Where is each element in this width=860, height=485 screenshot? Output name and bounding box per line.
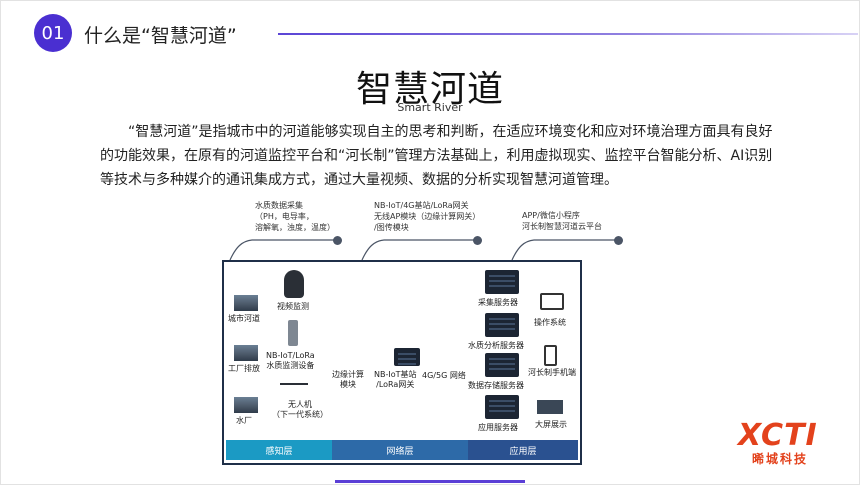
server-label-analysis: 水质分析服务器 [468, 341, 524, 350]
device-label-drone: 无人机 （下一代系统） [272, 400, 328, 419]
source-label-factory: 工厂排放 [228, 364, 260, 373]
server-label-application: 应用服务器 [478, 423, 518, 432]
main-title: 智慧河道 [355, 69, 504, 110]
network-label: 4G/5G 网络 [422, 371, 466, 380]
callout-dot-2 [473, 236, 482, 245]
callout-dot-1 [333, 236, 342, 245]
source-label-river: 城市河道 [228, 314, 260, 323]
intro-paragraph: “智慧河道”是指城市中的河道能够实现自主的思考和判断，在适应环境变化和应对环境治… [100, 120, 780, 192]
intro-text: “智慧河道”是指城市中的河道能够实现自主的思考和判断，在适应环境变化和应对环境治… [100, 124, 773, 188]
bottom-accent-bar [335, 480, 525, 483]
layer-application: 应用层 [468, 440, 578, 460]
layer-sensing: 感知层 [226, 440, 332, 460]
gateway-label: NB-IoT基站 /LoRa网关 [374, 370, 417, 389]
logo-wordmark: XCTI [738, 418, 818, 453]
application-server-icon [485, 395, 519, 419]
section-title: 什么是“智慧河道” [84, 25, 237, 47]
client-label-screen: 大屏展示 [535, 420, 567, 429]
layer-network: 网络层 [332, 440, 468, 460]
river-image [234, 295, 258, 311]
section-number-badge: 01 [34, 14, 72, 52]
client-label-os: 操作系统 [534, 318, 566, 327]
waterworks-image [234, 397, 258, 413]
water-sensor-icon [288, 320, 298, 346]
collection-server-icon [485, 270, 519, 294]
client-label-mobile: 河长制手机端 [528, 368, 576, 377]
callout-dot-3 [614, 236, 623, 245]
architecture-diagram: 水质数据采集 （PH，电导率， 溶解氧，浊度，温度） NB-IoT/4G基站/L… [222, 195, 632, 470]
subtitle: Smart River [397, 101, 463, 114]
factory-image [234, 345, 258, 361]
gateway-icon [394, 348, 420, 366]
drone-icon [280, 383, 308, 397]
callout-sensing: 水质数据采集 （PH，电导率， 溶解氧，浊度，温度） [255, 201, 335, 232]
storage-server-icon [485, 353, 519, 377]
logo-chinese-name: 晞城科技 [752, 452, 809, 466]
company-logo: XCTI 晞城科技 [738, 418, 838, 466]
device-label-video: 视频监测 [277, 302, 309, 311]
screen-wall-icon [537, 400, 563, 414]
server-label-storage: 数据存储服务器 [468, 381, 524, 390]
callout-application: APP/微信小程序 河长制智慧河道云平台 [522, 211, 602, 231]
device-label-water-sensor: NB-IoT/LoRa 水质监测设备 [266, 351, 315, 370]
callout-network: NB-IoT/4G基站/LoRa网关 无线AP模块（边缘计算网关） /图传模块 [374, 201, 481, 232]
analysis-server-icon [485, 313, 519, 337]
header-divider [278, 33, 858, 35]
camera-icon [284, 270, 304, 298]
server-label-collection: 采集服务器 [478, 298, 518, 307]
source-label-waterworks: 水厂 [236, 416, 252, 425]
laptop-icon [540, 293, 564, 310]
phone-icon [544, 345, 557, 366]
edge-compute-label: 边缘计算 模块 [332, 370, 364, 389]
